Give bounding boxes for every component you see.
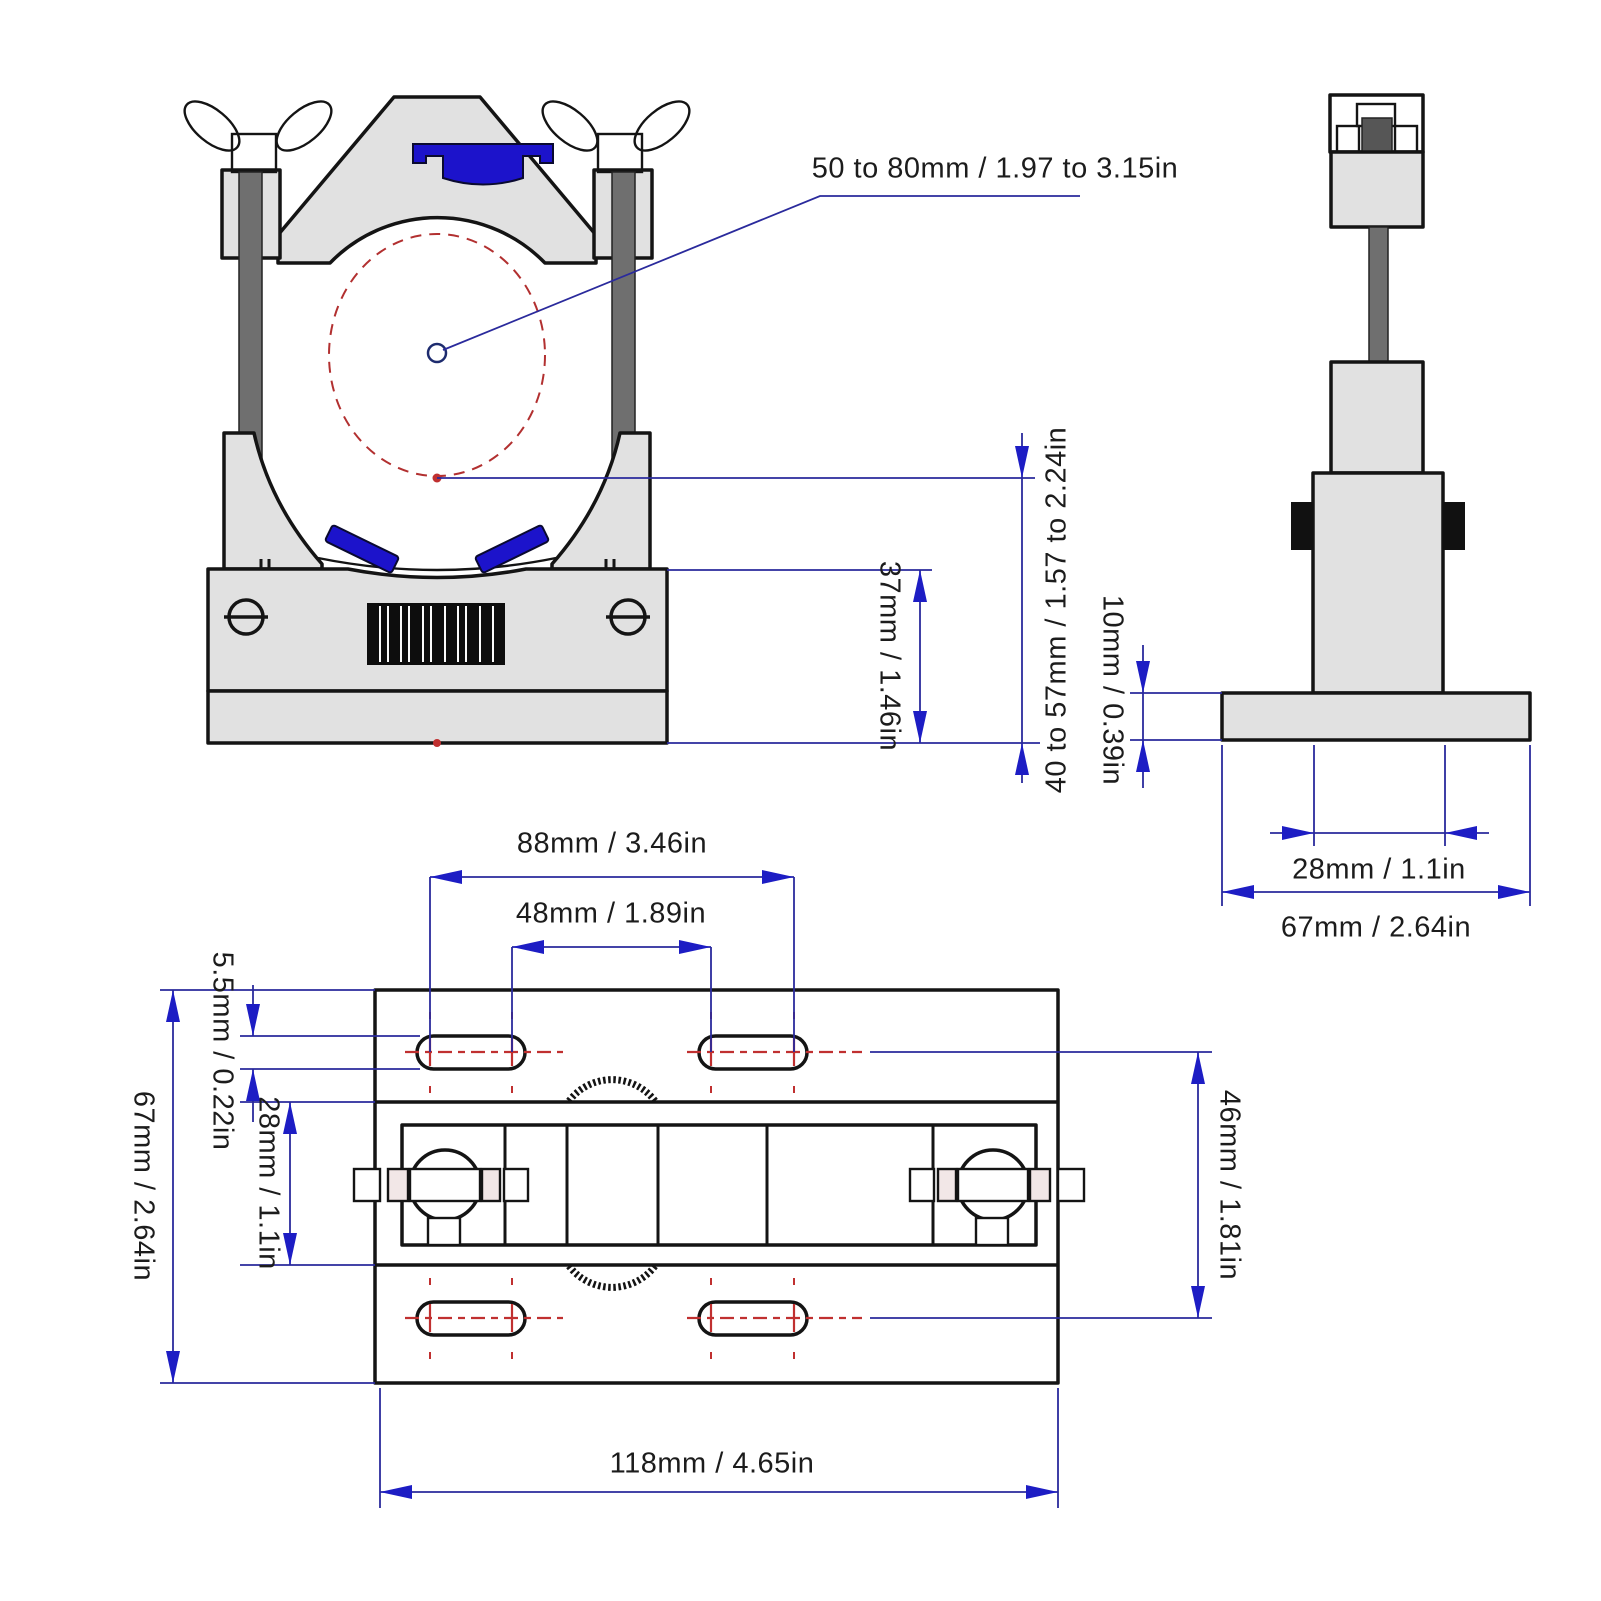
- dim-side-flange-thickness: [1130, 645, 1222, 788]
- dim-plan-inner-span: [511, 940, 712, 1052]
- wing-nut-right: [541, 100, 691, 174]
- bottom-view: [352, 988, 1086, 1385]
- lower-jaw-left: [222, 431, 324, 571]
- slotted-screw-left: [224, 598, 268, 636]
- dim-front-base-height-label: 37mm / 1.46in: [873, 561, 905, 751]
- dim-plan-center-section: [240, 1101, 375, 1266]
- stem-block: [1311, 471, 1445, 695]
- leader-tube-diameter: [442, 195, 1080, 351]
- wing-bar-left: [352, 1167, 530, 1247]
- dim-front-tube-height-label: 40 to 57mm / 1.57 to 2.24in: [1041, 427, 1073, 794]
- base-bottom-dot: [433, 739, 441, 747]
- dim-front-tube-height: [437, 433, 1040, 783]
- upper-block: [1329, 150, 1425, 229]
- wing-nut-left: [183, 100, 333, 174]
- lower-jaw-right: [550, 431, 652, 571]
- dim-plan-plate-depth-label: 67mm / 2.64in: [127, 1091, 159, 1281]
- dim-plan-outer-span-label: 88mm / 3.46in: [517, 828, 707, 860]
- saddle-curve: [317, 556, 557, 572]
- dim-plan-inner-span-label: 48mm / 1.89in: [516, 898, 706, 930]
- slot-centerlines: [405, 1012, 862, 1359]
- middle-block: [1329, 360, 1425, 475]
- wing-nut-profile: [1335, 102, 1419, 154]
- dim-plan-slot-row-span: [870, 1051, 1212, 1319]
- dim-plan-center-section-label: 28mm / 1.1in: [252, 1096, 284, 1270]
- clamp-arch: [276, 95, 598, 265]
- dim-plan-outer-span: [429, 870, 795, 1052]
- dim-side-flange-thickness-label: 10mm / 0.39in: [1096, 595, 1128, 785]
- dim-front-base-height: [667, 569, 932, 743]
- dim-plan-slot-row-span-label: 46mm / 1.81in: [1213, 1090, 1245, 1280]
- top-pad: [412, 143, 554, 186]
- front-view: [183, 95, 691, 747]
- dim-side-flange-width-label: 67mm / 2.64in: [1281, 912, 1471, 944]
- base-lower-plate: [206, 689, 669, 745]
- dim-side-stem-width-label: 28mm / 1.1in: [1292, 854, 1466, 886]
- side-view: [1220, 93, 1532, 742]
- cradle-pad-right: [474, 524, 550, 574]
- rod-profile: [1368, 226, 1389, 363]
- slotted-screw-right: [606, 598, 650, 636]
- dim-plan-plate-width: [379, 1388, 1059, 1508]
- side-tab-left: [1291, 502, 1313, 550]
- base-ticks: [259, 559, 616, 568]
- cradle-pad-left: [324, 524, 400, 574]
- knurled-knob: [367, 603, 505, 665]
- tube-center-mark: [426, 342, 448, 364]
- dim-tube-diameter-label: 50 to 80mm / 1.97 to 3.15in: [812, 153, 1179, 185]
- dimension-annotations: 50 to 80mm / 1.97 to 3.15in 37mm / 1.46i…: [127, 153, 1531, 1508]
- housing-dividers: [503, 1125, 935, 1245]
- base-flange: [1220, 691, 1532, 742]
- dim-plan-slot-width-label: 5.5mm / 0.22in: [206, 952, 238, 1151]
- side-tab-right: [1443, 502, 1465, 550]
- dim-plan-plate-width-label: 118mm / 4.65in: [610, 1448, 815, 1480]
- dim-plan-plate-depth: [160, 989, 375, 1384]
- dim-side-stem-width: [1270, 745, 1489, 846]
- wing-bar-right: [908, 1167, 1086, 1247]
- dim-side-flange-width: [1221, 745, 1531, 906]
- dim-plan-slot-width: [240, 985, 420, 1122]
